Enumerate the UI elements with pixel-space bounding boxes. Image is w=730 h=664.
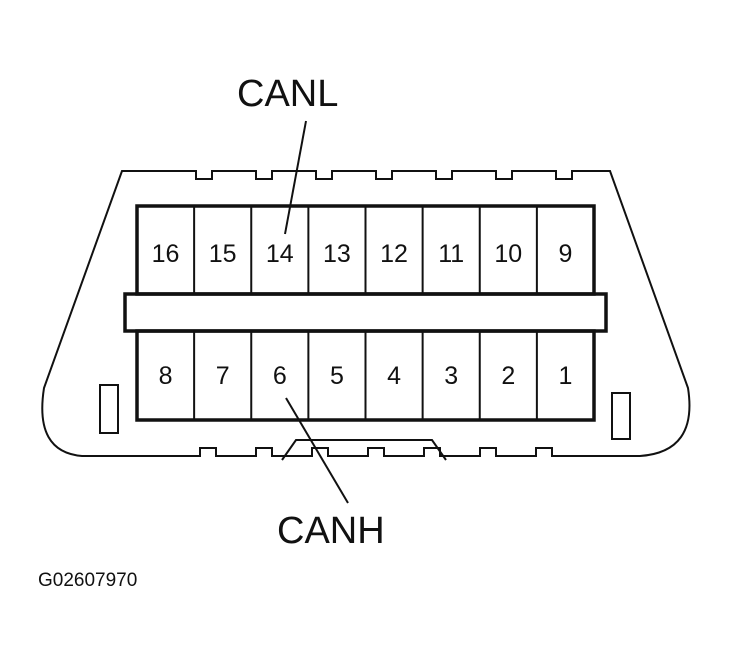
pin-12: 12 <box>380 240 408 268</box>
pin-14: 14 <box>266 240 294 268</box>
pin-11: 11 <box>438 240 464 268</box>
pin-4: 4 <box>387 362 401 390</box>
pin-8: 8 <box>159 362 173 390</box>
connector-key <box>281 439 447 461</box>
center-divider-bar <box>123 292 608 333</box>
left-side-slot <box>99 384 119 434</box>
pin-9: 9 <box>558 240 572 268</box>
pin-10: 10 <box>494 240 522 268</box>
bottom-row-separators <box>193 331 538 420</box>
pin-16: 16 <box>152 240 180 268</box>
pin-13: 13 <box>323 240 351 268</box>
pin-15: 15 <box>209 240 237 268</box>
canh-leader-line <box>285 397 349 504</box>
canh-label: CANH <box>277 510 385 552</box>
pin-5: 5 <box>330 362 344 390</box>
pin-2: 2 <box>501 362 515 390</box>
canl-label: CANL <box>237 73 338 115</box>
pin-3: 3 <box>444 362 458 390</box>
top-row-pin-numbers: 16 15 14 13 12 11 10 9 <box>152 240 573 268</box>
pin-6: 6 <box>273 362 287 390</box>
figure-id: G02607970 <box>38 570 137 591</box>
top-row-separators <box>193 206 538 294</box>
canl-leader-line <box>284 120 307 235</box>
connector-housing <box>41 170 691 457</box>
pin-1: 1 <box>558 362 572 390</box>
right-side-slot <box>611 392 631 440</box>
bottom-row-pin-numbers: 8 7 6 5 4 3 2 1 <box>159 362 573 390</box>
pin-7: 7 <box>216 362 230 390</box>
